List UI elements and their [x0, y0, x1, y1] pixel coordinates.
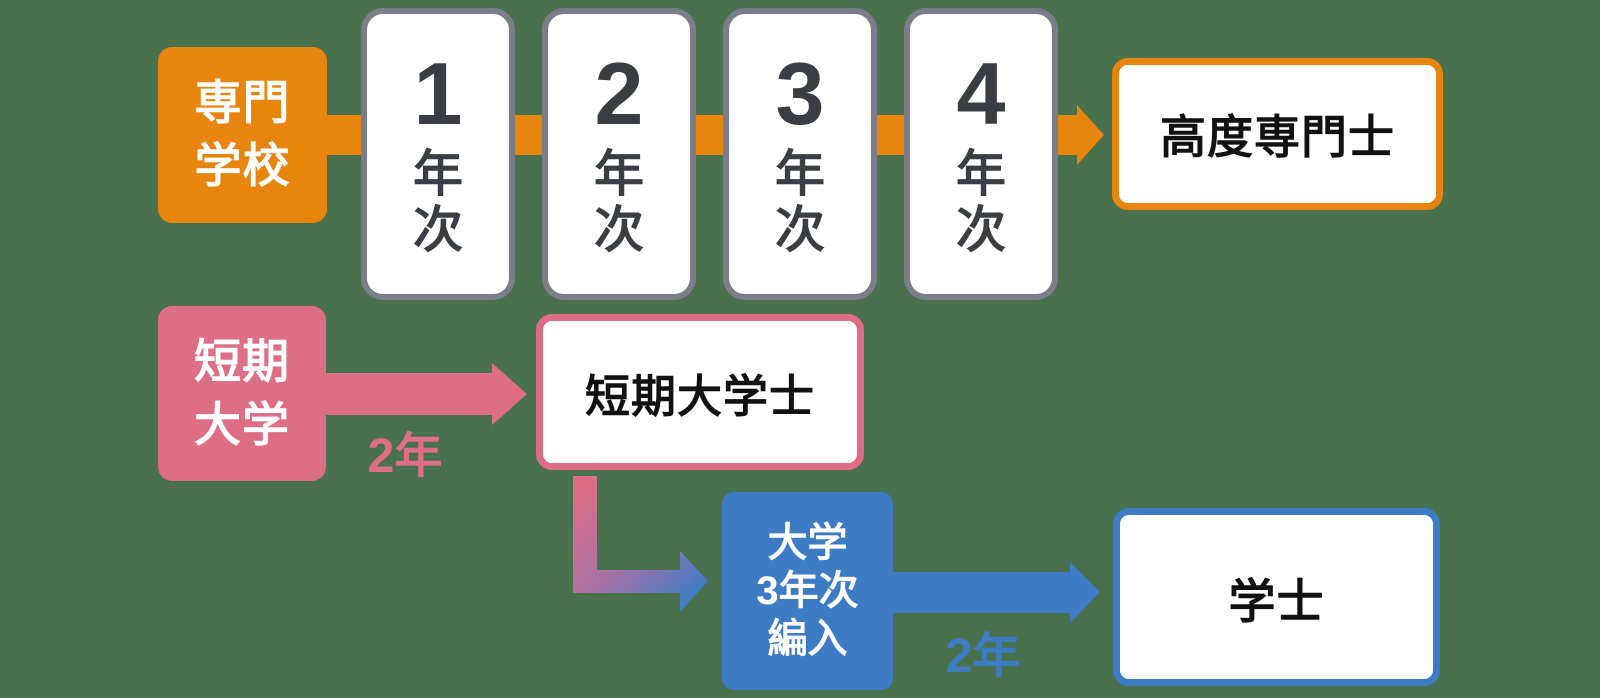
- year-unit: 次: [775, 202, 825, 258]
- hennyu-label-line2: 3年次: [756, 569, 859, 613]
- koudo-senmonshi-label: 高度専門士: [1160, 111, 1395, 163]
- arrow-hennyu-to-gakushi: [886, 562, 1100, 623]
- connector-senmon-to-year1: [325, 115, 367, 155]
- tanki-duration-label: 2年: [367, 430, 443, 483]
- year-card-3: 3 年 次: [723, 8, 877, 300]
- year-unit: 年: [413, 146, 463, 202]
- year-unit: 次: [956, 202, 1006, 258]
- year-unit: 年: [594, 146, 644, 202]
- tanki-daigakushi-box: 短期大学士: [536, 314, 864, 470]
- senmon-gakkou-label-line1: 専門: [194, 76, 291, 130]
- gakushi-box: 学士: [1113, 508, 1440, 686]
- senmon-gakkou-box: 専門 学校: [158, 47, 327, 223]
- year-number: 3: [775, 44, 825, 143]
- year-card-1: 1 年 次: [361, 8, 515, 300]
- koudo-senmonshi-box: 高度専門士: [1112, 58, 1443, 210]
- year-number: 2: [594, 44, 644, 143]
- year-number: 1: [413, 44, 463, 143]
- hennyu-label-line3: 編入: [767, 617, 848, 661]
- year-unit: 次: [594, 202, 644, 258]
- year-unit: 年: [956, 146, 1006, 202]
- hennyu-box: 大学 3年次 編入: [722, 492, 893, 690]
- gakushi-label: 学士: [1228, 574, 1325, 628]
- gakushi-duration-label: 2年: [945, 630, 1021, 683]
- year-unit: 次: [413, 202, 463, 258]
- senmon-gakkou-label-line2: 学校: [194, 139, 291, 192]
- arrow-year4-to-koudo-senmonshi: [1052, 105, 1104, 165]
- year-unit: 年: [775, 146, 825, 202]
- year-card-4: 4 年 次: [904, 8, 1058, 300]
- tanki-daigaku-label-line2: 大学: [194, 397, 290, 451]
- bent-gradient-arrow-tanki-daigakushi-to-hennyu: [573, 476, 708, 612]
- year-number: 4: [956, 44, 1006, 143]
- tanki-daigakushi-label: 短期大学士: [584, 370, 815, 422]
- tanki-daigaku-box: 短期 大学: [158, 306, 326, 481]
- year-card-2: 2 年 次: [542, 8, 696, 300]
- arrow-tanki-to-tanki-daigakushi: [322, 363, 527, 425]
- tanki-daigaku-label-line1: 短期: [194, 334, 290, 388]
- hennyu-label-line1: 大学: [767, 521, 848, 565]
